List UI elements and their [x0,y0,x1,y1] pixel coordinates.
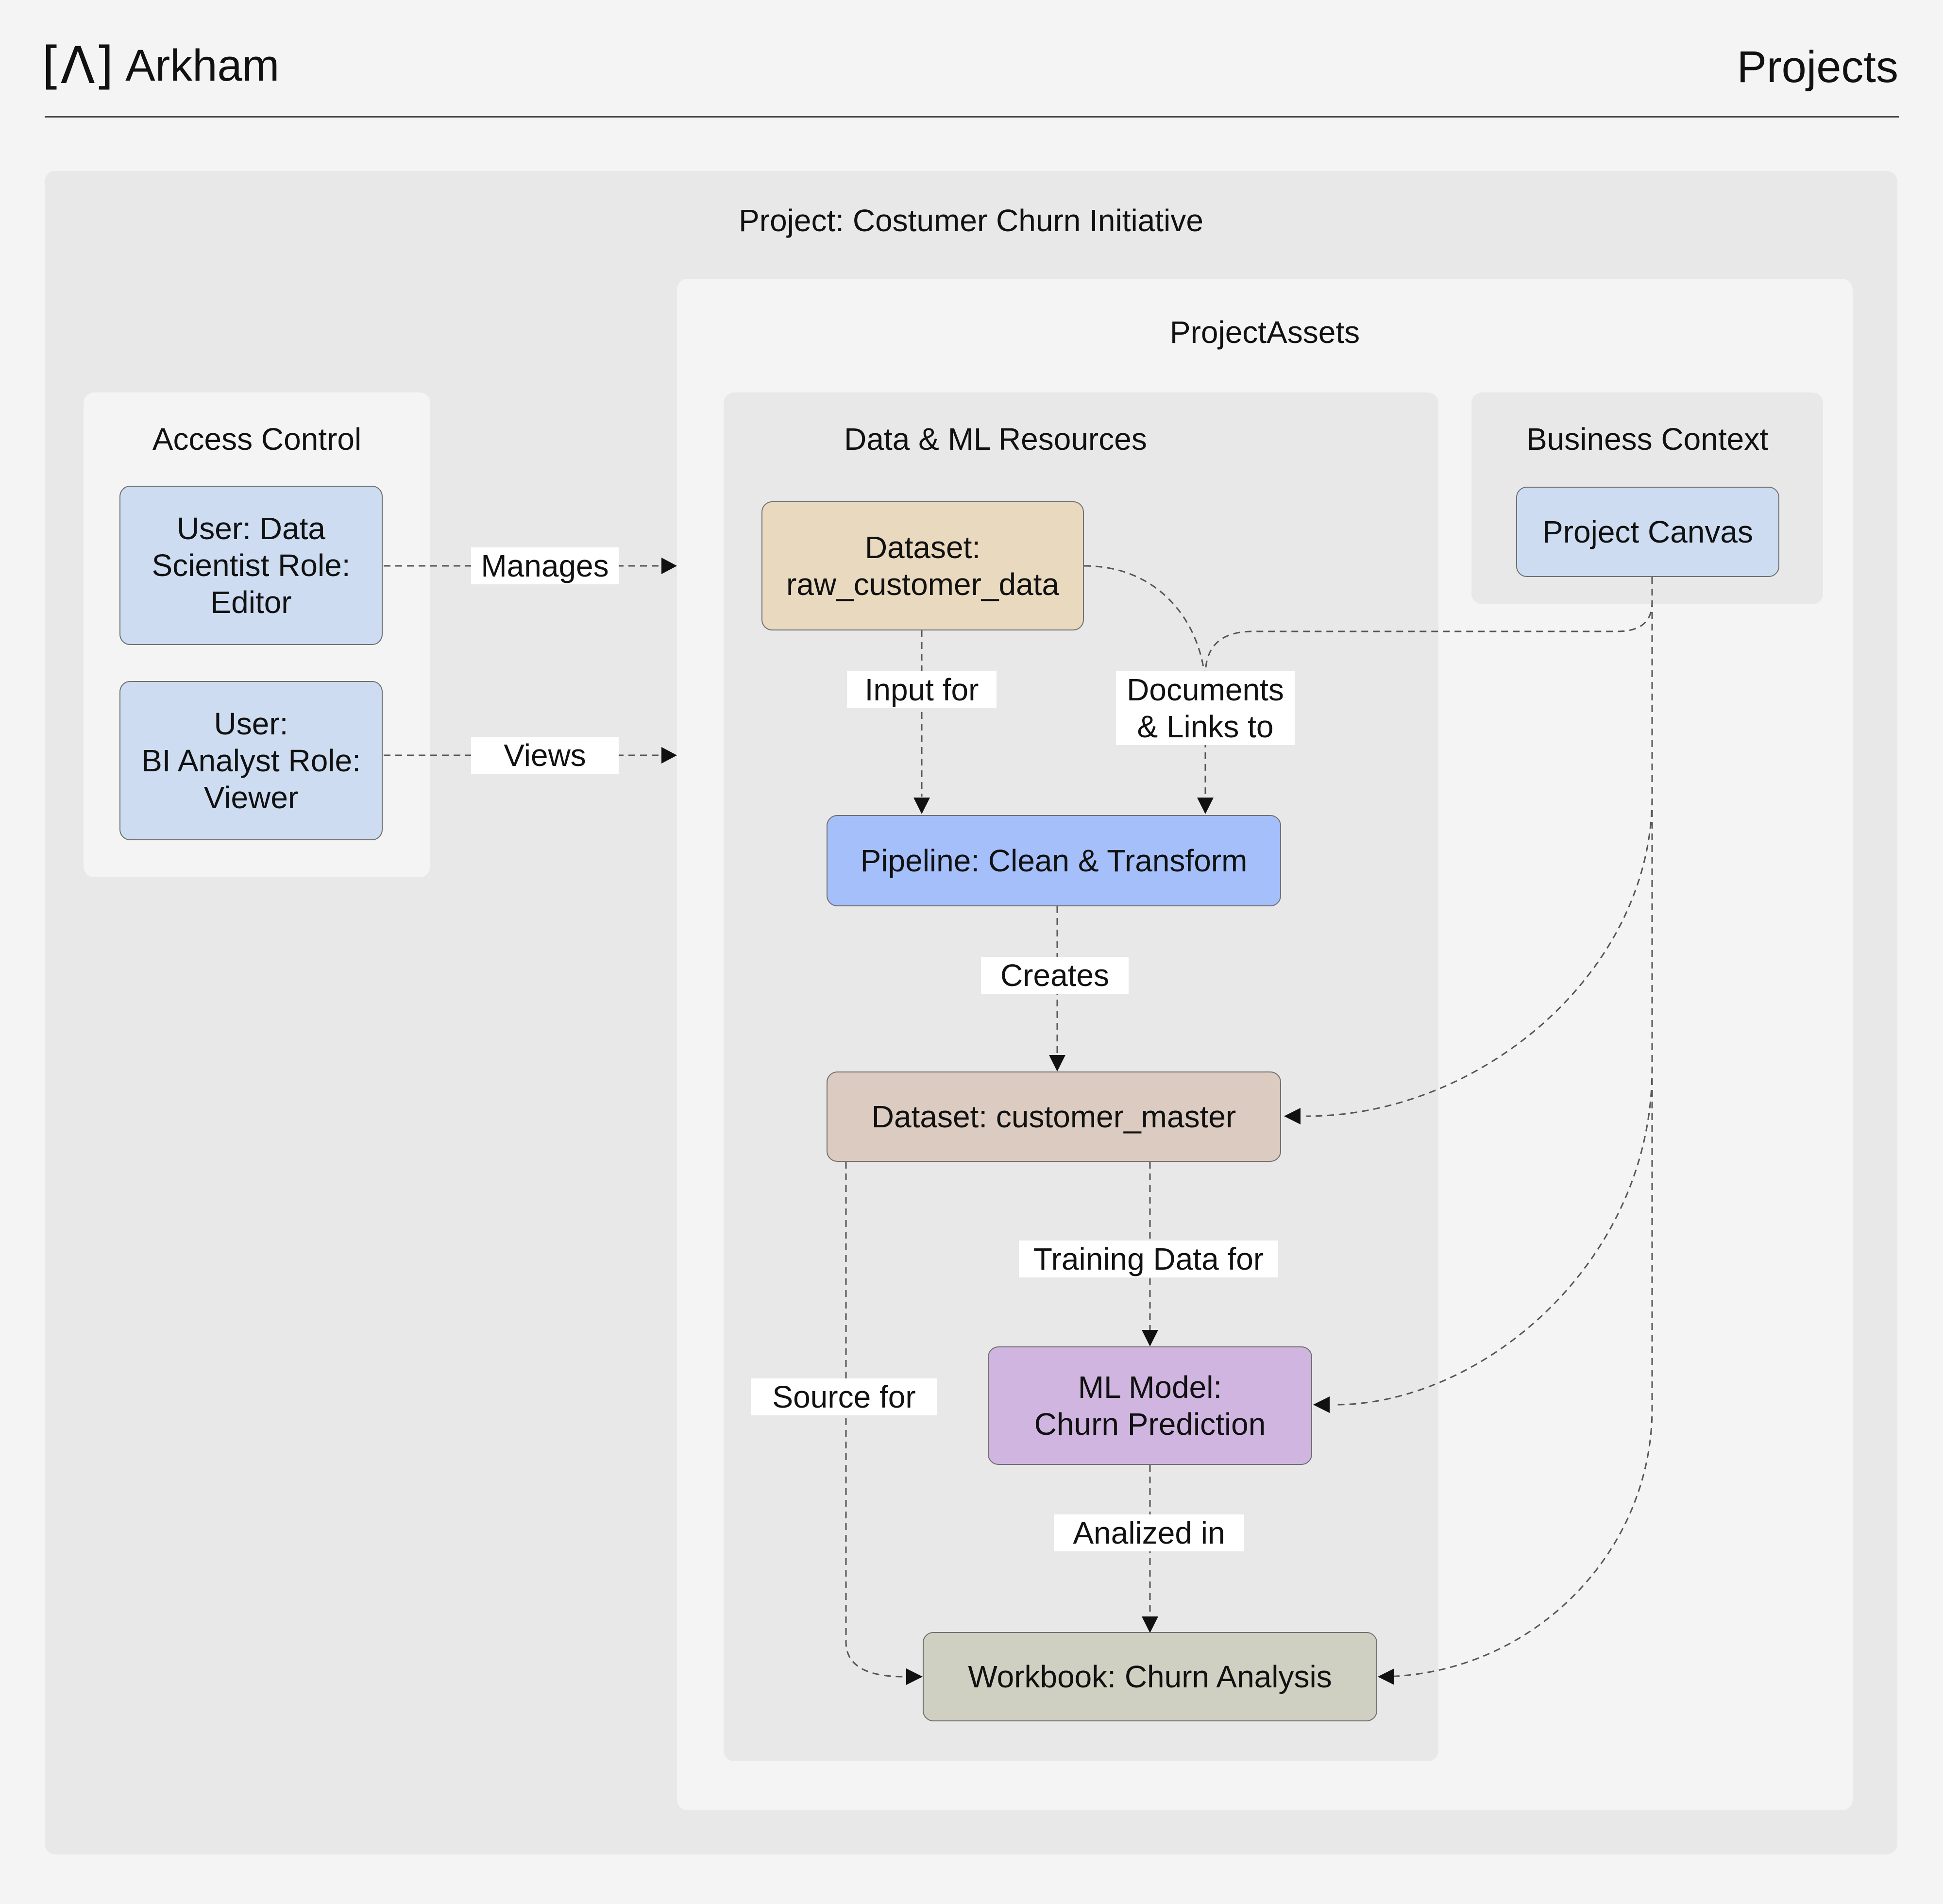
edge-label-views: Views [471,737,619,774]
arrow-input-for [913,798,930,814]
edge-label-manages: Manages [471,547,619,584]
edge-canvas-to-master [1306,577,1653,1117]
arrow-analized-in [1142,1616,1158,1633]
edge-canvas-to-pipeline [1204,577,1653,676]
edge-canvas-to-workbook [1379,577,1653,1678]
edge-canvas-to-model [1335,577,1653,1406]
node-project-canvas[interactable]: Project Canvas [1516,487,1779,577]
edge-label-creates: Creates [981,957,1129,994]
node-pipeline-clean-transform[interactable]: Pipeline: Clean & Transform [827,815,1281,906]
arkham-logo-icon: [Λ] [42,36,114,95]
brand-name: Arkham [125,41,280,90]
arrow-views [661,747,677,764]
access-control-title: Access Control [152,422,362,457]
project-title: Project: Costumer Churn Initiative [739,203,1203,238]
arrow-source-for [906,1668,923,1685]
arrow-canvas-to-workbook [1378,1668,1394,1685]
edge-label-analized-in: Analized in [1054,1514,1244,1551]
brand-logo[interactable]: [Λ] Arkham [42,34,279,97]
project-assets-title: ProjectAssets [1169,315,1360,350]
edge-label-input-for: Input for [847,671,997,708]
node-ml-model-churn-prediction[interactable]: ML Model: Churn Prediction [988,1346,1312,1465]
data-ml-resources-title: Data & ML Resources [844,422,1147,457]
arrow-manages [661,558,677,574]
node-dataset-raw-customer-data[interactable]: Dataset: raw_customer_data [761,501,1084,630]
edge-source-for [845,1162,905,1678]
arrow-canvas-to-model [1313,1396,1330,1413]
edge-label-training-data-for: Training Data for [1019,1241,1278,1277]
node-user-bi-analyst[interactable]: User: BI Analyst Role: Viewer [119,681,383,840]
arrow-documents-links [1197,798,1214,814]
header-divider [45,116,1899,118]
arrow-canvas-to-master [1284,1108,1301,1124]
node-user-data-scientist[interactable]: User: Data Scientist Role: Editor [119,486,383,645]
arrow-creates [1049,1055,1065,1071]
edge-label-source-for: Source for [751,1378,937,1415]
edge-label-documents-links: Documents & Links to [1116,671,1295,745]
business-context-title: Business Context [1526,422,1769,457]
node-workbook-churn-analysis[interactable]: Workbook: Churn Analysis [923,1632,1377,1721]
arrow-training-data [1142,1330,1158,1346]
node-dataset-customer-master[interactable]: Dataset: customer_master [827,1071,1281,1162]
page-title: Projects [1737,42,1898,92]
